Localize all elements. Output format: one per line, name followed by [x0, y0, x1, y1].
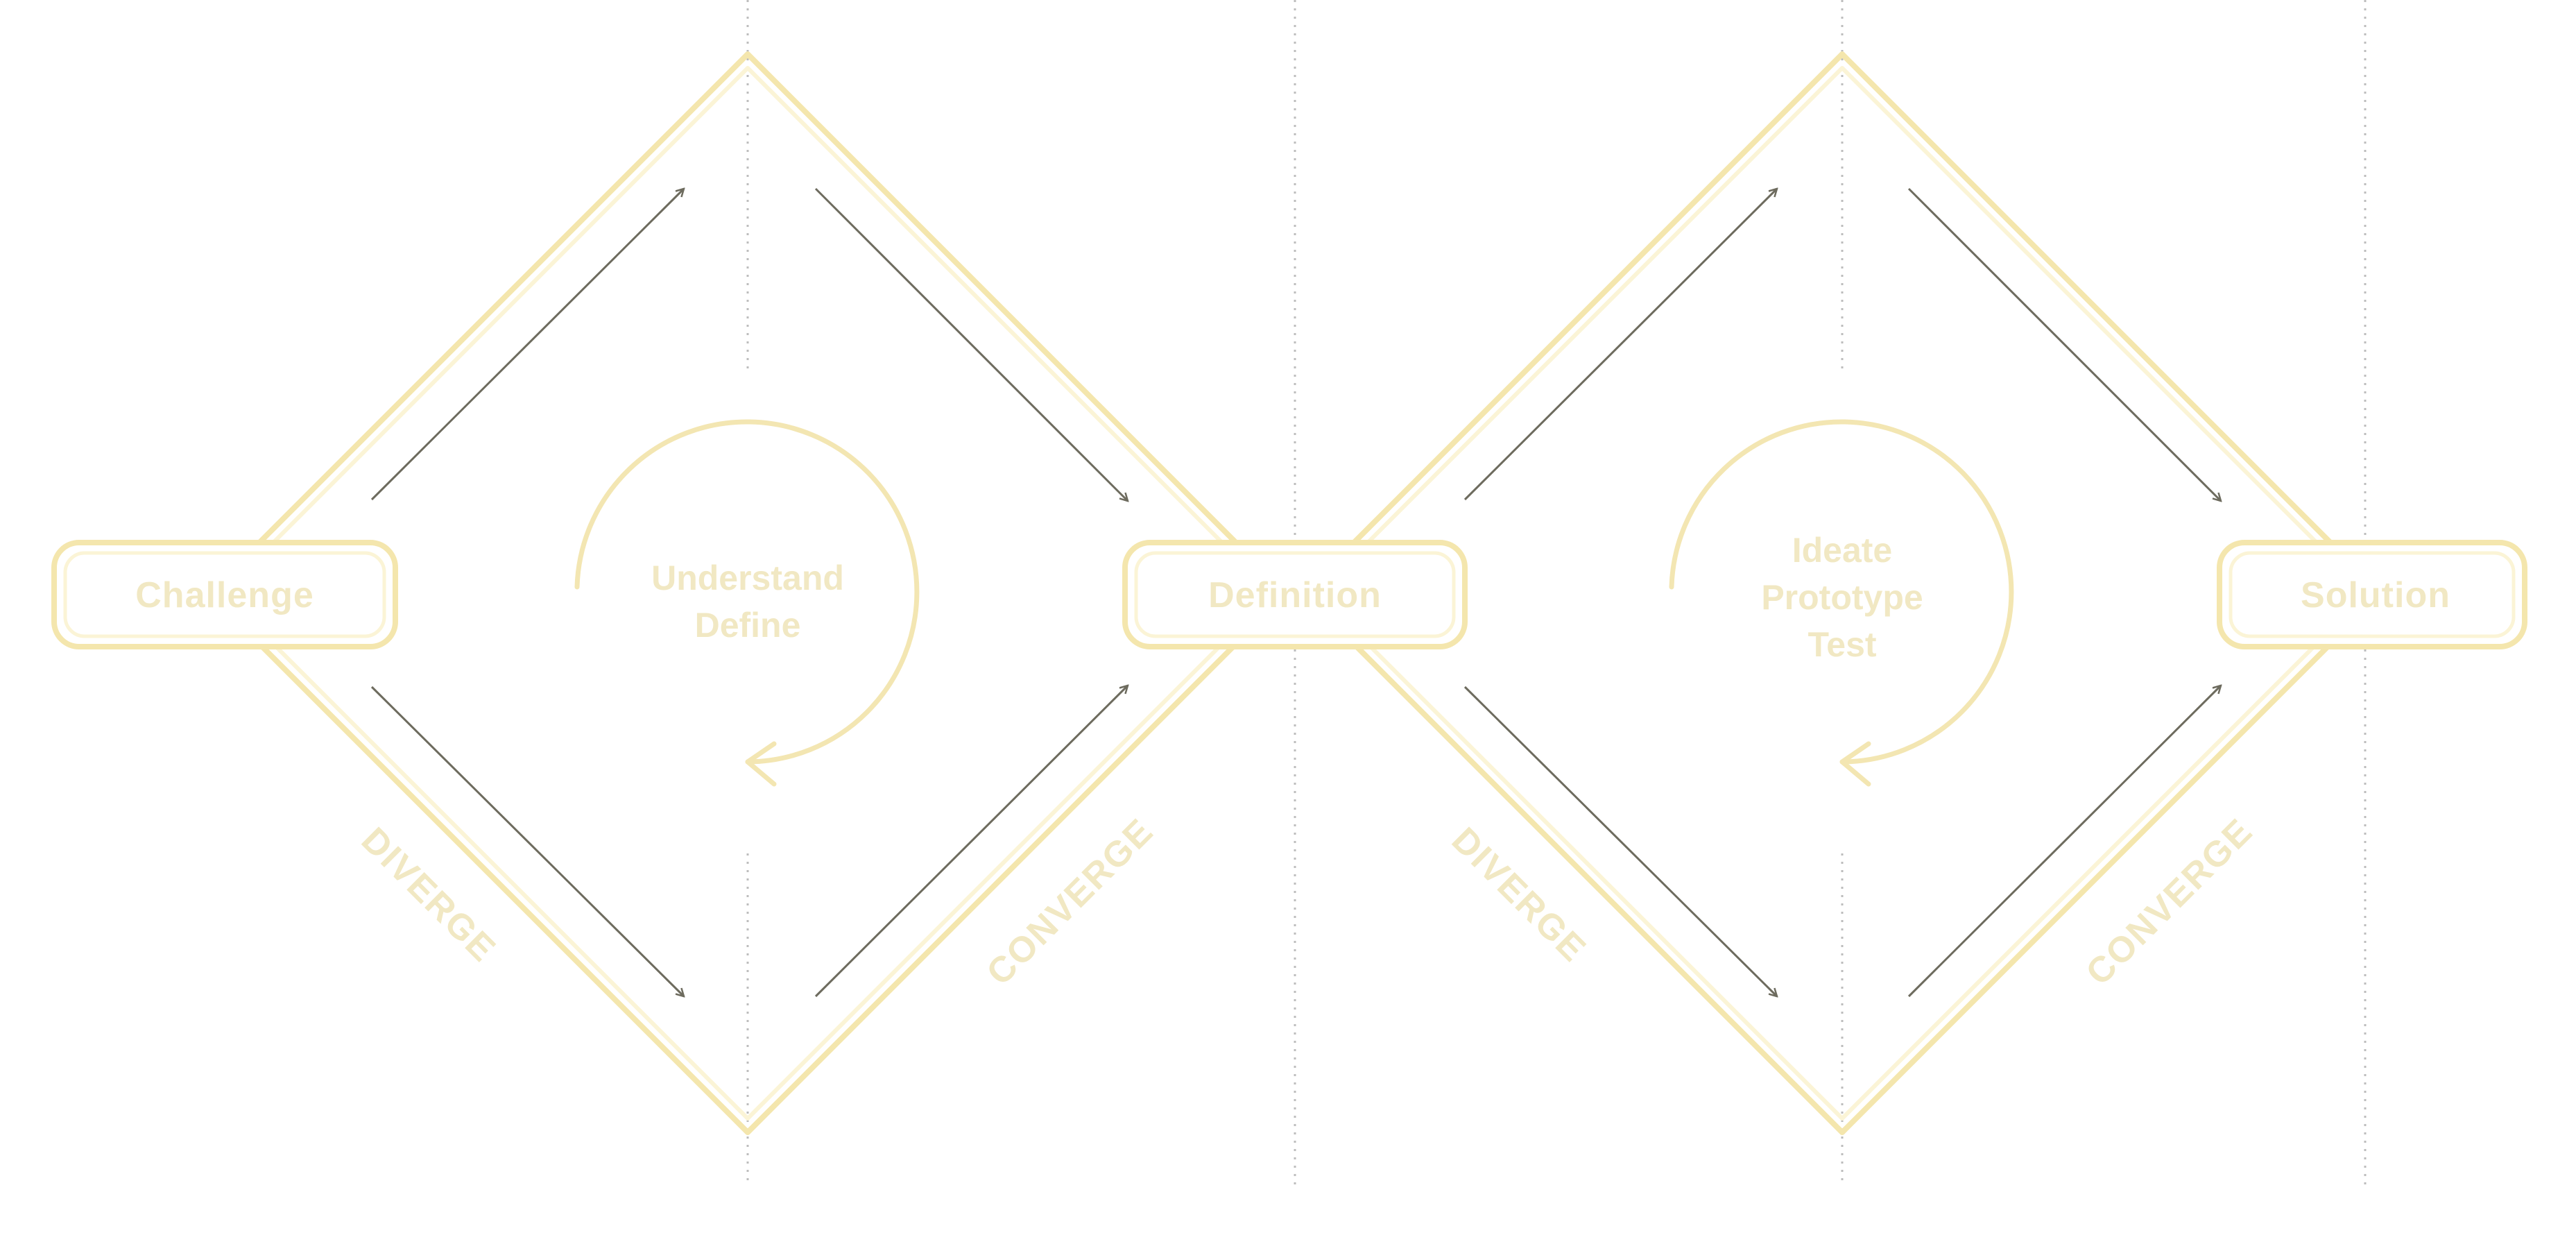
phase-understand-label: Understand: [651, 559, 844, 597]
arrow-diverge-up-1: [370, 189, 684, 501]
phase-define-label: Define: [695, 606, 801, 645]
flow-arrows: [370, 187, 2221, 998]
loop-arrow-1: [574, 419, 920, 787]
arrow-diverge-up-2: [1463, 189, 1777, 501]
node-solution-label: Solution: [2301, 575, 2450, 615]
node-definition-label: Definition: [1208, 575, 1382, 615]
arrow-converge-down-1: [814, 187, 1128, 501]
node-challenge-label: Challenge: [135, 575, 314, 615]
arrow-converge-down-2: [1907, 187, 2221, 501]
node-challenge: Challenge: [51, 540, 398, 649]
converge-label-1: CONVERGE: [979, 811, 1162, 994]
converge-label-2: CONVERGE: [2079, 811, 2261, 994]
arrow-diverge-down-2: [1463, 686, 1777, 996]
node-definition: Definition: [1122, 540, 1468, 649]
phase-prototype-label: Prototype: [1761, 578, 1923, 617]
node-solution: Solution: [2217, 540, 2527, 649]
guide-lines: [746, 0, 2367, 1186]
arrow-diverge-down-1: [370, 686, 684, 996]
arrow-converge-up-1: [814, 686, 1128, 998]
loop-arrow-2: [1669, 419, 2014, 787]
phase-ideate-label: Ideate: [1792, 531, 1893, 570]
phase-test-label: Test: [1808, 625, 1876, 664]
diverge-label-2: DIVERGE: [1444, 820, 1594, 970]
arrow-converge-up-2: [1907, 686, 2221, 998]
diverge-label-1: DIVERGE: [354, 820, 504, 970]
